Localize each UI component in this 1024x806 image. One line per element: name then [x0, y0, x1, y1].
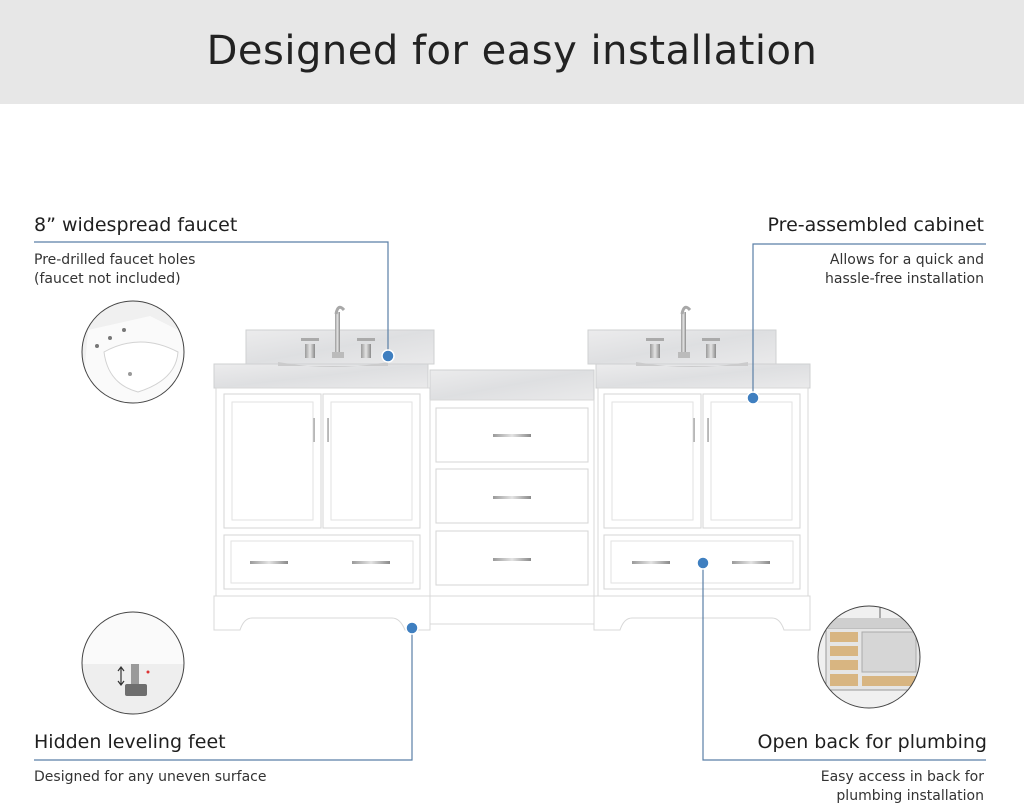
left-vanity	[213, 305, 435, 631]
plumbing-title: Open back for plumbing	[757, 731, 987, 753]
faucet-callout-dot	[381, 349, 395, 363]
sink-detail-icon	[81, 300, 185, 404]
plumbing-callout-line	[702, 563, 986, 761]
cabinet-desc-line: Allows for a quick and	[829, 252, 984, 268]
leveling-foot-icon	[81, 611, 185, 715]
feet-callout-line	[34, 628, 413, 761]
callout-dots	[381, 349, 760, 635]
faucet-description: Pre-drilled faucet holes (faucet not inc…	[34, 251, 195, 289]
middle-drawer-cabinet	[429, 369, 595, 625]
feet-description: Designed for any uneven surface	[34, 768, 267, 787]
feet-title: Hidden leveling feet	[34, 731, 226, 753]
left-base	[213, 595, 431, 631]
callout-lines	[34, 241, 986, 761]
faucet-desc-line: (faucet not included)	[34, 271, 181, 287]
right-vanity	[587, 305, 811, 631]
cabinet-title: Pre-assembled cabinet	[767, 214, 984, 236]
left-sink-rim	[278, 362, 388, 367]
door-handle	[327, 418, 329, 442]
right-faucet	[646, 305, 720, 358]
faucet-title: 8” widespread faucet	[34, 214, 238, 236]
plumbing-desc-line: Easy access in back for	[820, 769, 984, 785]
door-handle	[313, 418, 315, 442]
faucet-callout-line	[34, 241, 389, 356]
plumbing-description: Easy access in back for plumbing install…	[821, 768, 984, 806]
faucet-desc-line: Pre-drilled faucet holes	[34, 252, 196, 268]
open-back-cabinet-icon	[817, 605, 921, 709]
page-title: Designed for easy installation	[206, 28, 818, 74]
left-countertop	[213, 363, 429, 389]
left-faucet	[301, 305, 375, 358]
plumbing-callout-dot	[696, 556, 710, 570]
cabinet-callout-dot	[746, 391, 760, 405]
plumbing-desc-line: plumbing installation	[836, 788, 984, 804]
header-banner: Designed for easy installation	[0, 0, 1024, 104]
feet-callout-dot	[405, 621, 419, 635]
cabinet-description: Allows for a quick and hassle-free insta…	[825, 251, 984, 289]
feet-desc-line: Designed for any uneven surface	[34, 769, 267, 785]
cabinet-desc-line: hassle-free installation	[825, 271, 984, 287]
cabinet-callout-line	[752, 243, 986, 398]
